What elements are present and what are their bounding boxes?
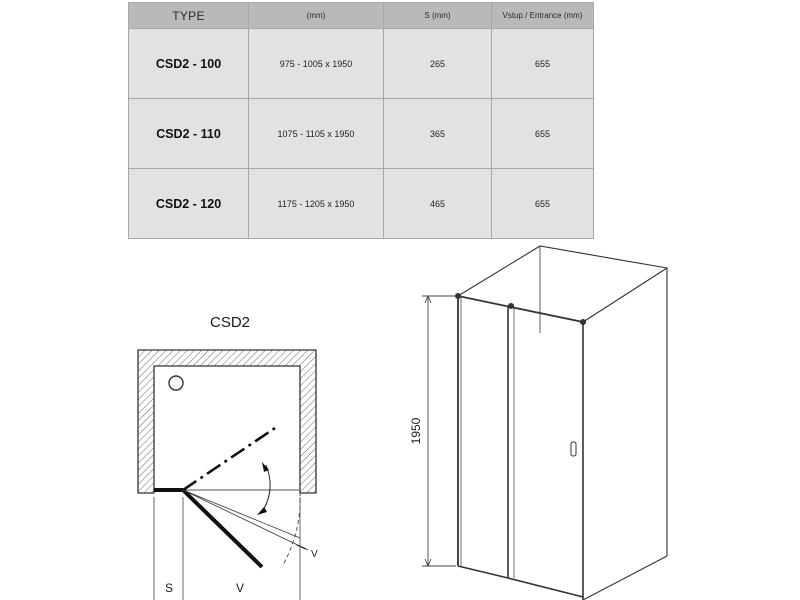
cell-s: 465 xyxy=(383,168,492,239)
door-handle-icon xyxy=(570,441,577,457)
front-top-rail xyxy=(457,295,584,323)
hinge-icon xyxy=(454,292,462,300)
height-label: 1950 xyxy=(409,417,423,444)
height-dimension xyxy=(422,294,456,568)
guide-line xyxy=(182,489,301,539)
header-s: S (mm) xyxy=(383,2,492,29)
arc-arrow-down xyxy=(257,507,267,515)
door-bottom-edge xyxy=(507,577,584,598)
dim-arrow-bottom xyxy=(424,558,432,568)
top-frame xyxy=(457,245,669,323)
door-swing-panel xyxy=(181,488,264,569)
dim-arrow-top xyxy=(424,294,432,304)
elevation-view xyxy=(454,245,669,600)
floor-plan: CSD2 V S V xyxy=(137,314,318,600)
cell-type: CSD2 - 120 xyxy=(128,168,249,239)
arc-arrow-up xyxy=(262,462,269,472)
table-header-row: TYPE (mm) S (mm) Vstup / Entrance (mm) xyxy=(128,2,594,29)
cell-s: 265 xyxy=(383,28,492,99)
hinge-icon xyxy=(507,302,515,310)
table-row: CSD2 - 120 1175 - 1205 x 1950 465 655 xyxy=(128,168,594,239)
cell-type: CSD2 - 110 xyxy=(128,98,249,169)
cell-entrance: 655 xyxy=(491,98,594,169)
cell-entrance: 655 xyxy=(491,168,594,239)
table-row: CSD2 - 100 975 - 1005 x 1950 265 655 xyxy=(128,28,594,99)
right-bottom-edge xyxy=(582,555,668,600)
cell-entrance: 655 xyxy=(491,28,594,99)
angle-label-v: V xyxy=(311,549,318,560)
cell-dimensions: 1075 - 1105 x 1950 xyxy=(248,98,384,169)
guide-line xyxy=(182,489,309,551)
v-marker-arrow xyxy=(296,544,307,550)
header-entrance: Vstup / Entrance (mm) xyxy=(491,2,594,29)
dim-label-v: V xyxy=(236,581,244,595)
header-type: TYPE xyxy=(128,2,249,29)
door-dashdot-line xyxy=(182,426,276,492)
fixed-bottom-edge xyxy=(457,565,509,579)
cell-dimensions: 975 - 1005 x 1950 xyxy=(248,28,384,99)
hinge-icon xyxy=(579,318,587,326)
cell-type: CSD2 - 100 xyxy=(128,28,249,99)
plan-walls xyxy=(137,349,317,494)
dim-label-s: S xyxy=(165,581,173,595)
swing-arc xyxy=(261,464,271,513)
table-row: CSD2 - 110 1075 - 1105 x 1950 365 655 xyxy=(128,98,594,169)
clearance-arc xyxy=(282,491,301,566)
plan-title: CSD2 xyxy=(210,314,250,331)
drain-icon xyxy=(168,375,184,391)
spec-table: TYPE (mm) S (mm) Vstup / Entrance (mm) C… xyxy=(128,2,594,239)
cell-dimensions: 1175 - 1205 x 1950 xyxy=(248,168,384,239)
